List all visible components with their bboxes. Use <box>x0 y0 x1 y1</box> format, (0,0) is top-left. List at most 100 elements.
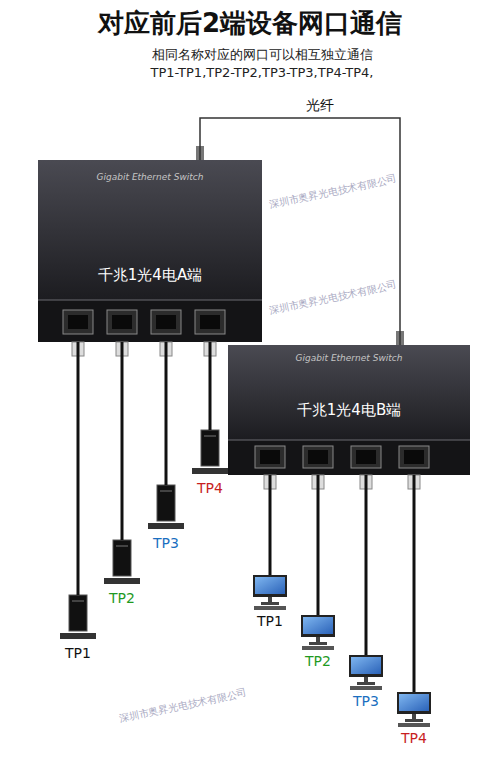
port-hole <box>356 450 376 464</box>
media-converter: Gigabit Ethernet Switch千兆1光4电A端 <box>38 160 262 342</box>
rj45-port <box>399 446 429 468</box>
drive-slot <box>204 436 216 437</box>
computer: TP1 <box>58 595 98 662</box>
port-label: TP3 <box>153 535 179 552</box>
monitor <box>253 575 287 597</box>
tower-case <box>113 540 131 576</box>
port-hole <box>156 315 176 329</box>
desktop-pc <box>301 615 335 650</box>
monitor <box>301 615 335 637</box>
base <box>261 602 279 605</box>
network-cable <box>413 475 416 692</box>
base <box>405 719 423 722</box>
media-converter: Gigabit Ethernet Switch千兆1光4电B端 <box>228 345 470 475</box>
rj45-plugs <box>264 475 420 489</box>
screen <box>303 617 333 634</box>
computer: TP2 <box>102 540 142 607</box>
page-title: 对应前后2端设备网口通信 <box>98 8 402 39</box>
ports <box>63 310 225 334</box>
base <box>357 682 375 685</box>
desktop-pc <box>349 655 383 690</box>
screen <box>351 657 381 674</box>
computer: TP4 <box>393 692 435 747</box>
computer: TP4 <box>190 430 230 497</box>
rj45-port <box>195 310 225 334</box>
stand <box>316 637 320 642</box>
port-label: TP2 <box>109 590 135 607</box>
tower-pc <box>60 595 96 639</box>
subtitle: 相同名称对应的网口可以相互独立通信 <box>152 47 373 63</box>
port-label: TP4 <box>197 480 223 497</box>
rj45-plugs <box>72 342 216 356</box>
port-holes <box>68 315 220 329</box>
port-hole <box>260 450 280 464</box>
edge-line <box>228 440 470 441</box>
port-label: TP4 <box>401 730 427 747</box>
ports <box>255 446 429 468</box>
computer: TP3 <box>345 655 387 710</box>
front-face <box>228 440 470 475</box>
network-cable <box>269 475 272 575</box>
stand <box>268 597 272 602</box>
rj45-port <box>151 310 181 334</box>
port-label: TP3 <box>353 693 379 710</box>
fiber-cable <box>200 118 400 345</box>
stand <box>412 714 416 719</box>
network-cable <box>121 342 124 540</box>
port-hole <box>308 450 328 464</box>
rj45-port <box>107 310 137 334</box>
port-hole <box>404 450 424 464</box>
monitor <box>349 655 383 677</box>
switch-b-body <box>228 331 470 489</box>
watermark: 深圳市奥昇光电技术有限公司 <box>268 279 398 318</box>
desktop-pc <box>397 692 431 727</box>
rj45-port <box>351 446 381 468</box>
watermark: 深圳市奥昇光电技术有限公司 <box>118 687 248 726</box>
computer: TP2 <box>297 615 339 670</box>
rj45-port <box>63 310 93 334</box>
network-cable <box>365 475 368 655</box>
port-label: TP2 <box>305 653 331 670</box>
front-face <box>38 300 262 342</box>
tower-case <box>201 430 219 466</box>
port-label: TP1 <box>257 613 283 630</box>
tower-pc <box>192 430 228 474</box>
stand <box>364 677 368 682</box>
port-hole <box>112 315 132 329</box>
port-hole <box>68 315 88 329</box>
top-face <box>228 345 470 440</box>
screen <box>255 577 285 594</box>
network-cable <box>209 342 212 430</box>
computer: TP1 <box>249 575 291 630</box>
tower-case <box>69 595 87 631</box>
keyboard <box>104 578 140 584</box>
edge-line <box>38 300 262 301</box>
drive-slot <box>160 491 172 492</box>
keyboard <box>254 606 286 610</box>
base <box>309 642 327 645</box>
watermark: 深圳市奥昇光电技术有限公司 <box>268 173 398 212</box>
tower-pcs <box>60 430 228 639</box>
drive-slot <box>116 546 128 547</box>
desktop-pcs <box>253 575 431 727</box>
computer: TP3 <box>146 485 186 552</box>
network-cable <box>317 475 320 615</box>
subtitle: TP1-TP1,TP2-TP2,TP3-TP3,TP4-TP4, <box>151 65 374 81</box>
keyboard <box>192 468 228 474</box>
switch-a-body <box>38 146 262 356</box>
port-label: TP1 <box>65 645 91 662</box>
device-name: 千兆1光4电B端 <box>297 401 401 419</box>
screen <box>399 694 429 711</box>
edge-label: 光纤 <box>303 97 337 114</box>
tower-case <box>157 485 175 521</box>
model-text: Gigabit Ethernet Switch <box>97 172 204 183</box>
tower-pc <box>104 540 140 584</box>
port-hole <box>200 315 220 329</box>
keyboard <box>398 723 430 727</box>
keyboard <box>60 633 96 639</box>
network-cable <box>77 342 80 595</box>
desktop-pc <box>253 575 287 610</box>
